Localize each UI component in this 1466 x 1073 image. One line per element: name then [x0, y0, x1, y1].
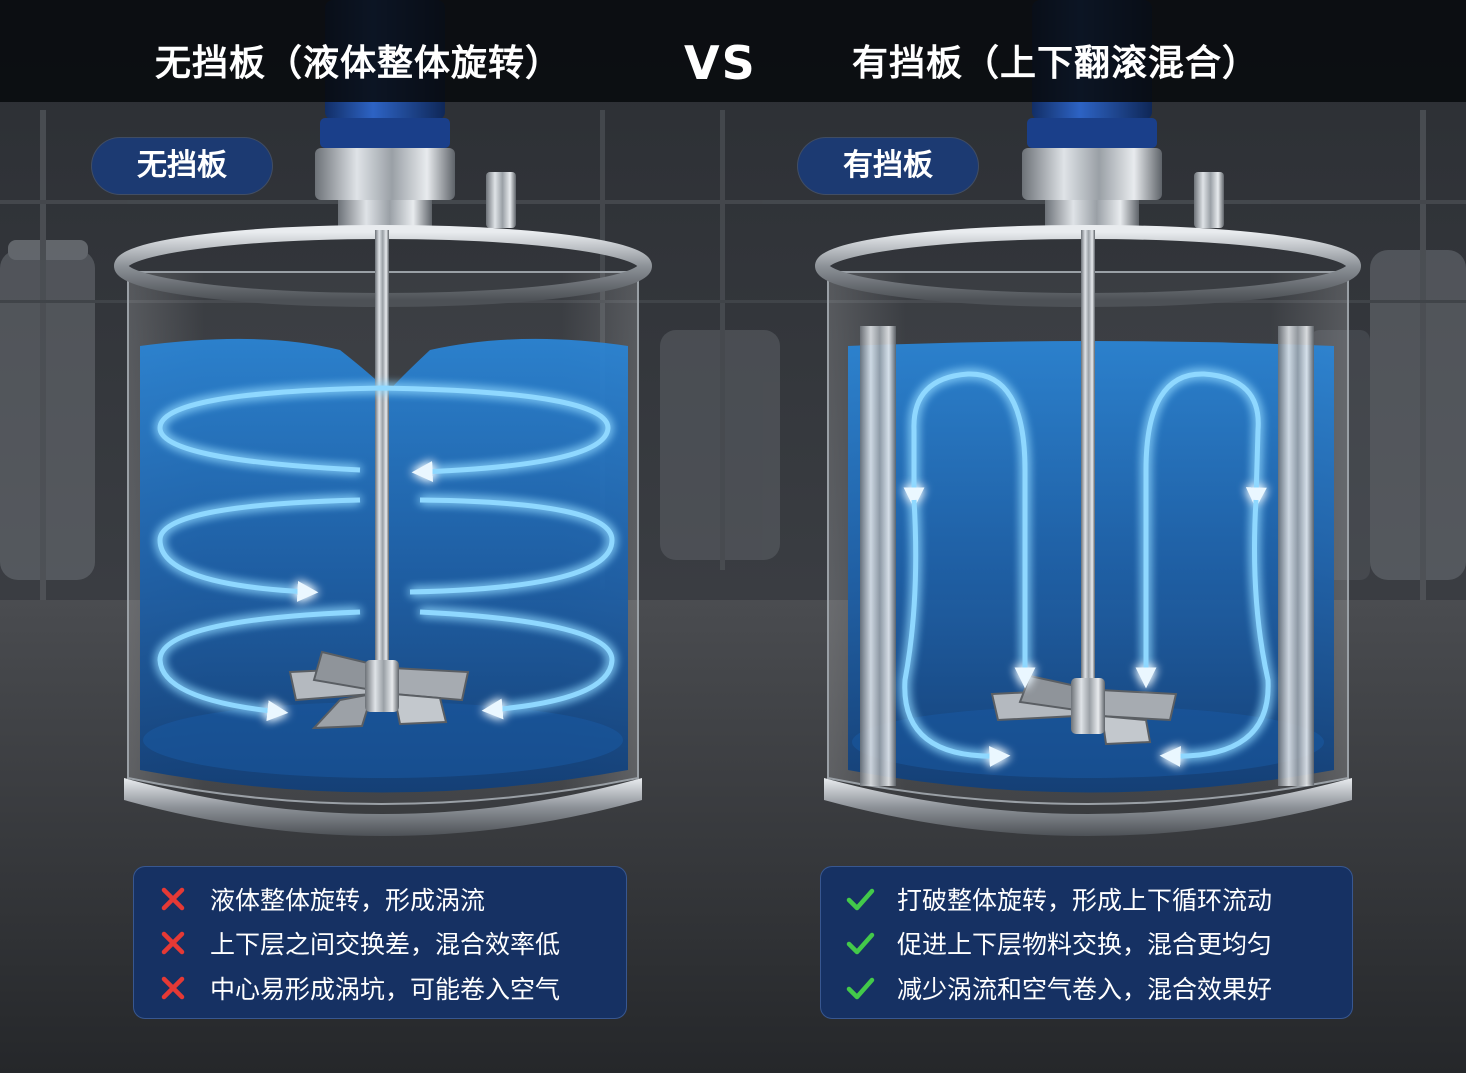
- right-impeller: [990, 674, 1178, 746]
- title-bar: [0, 0, 1466, 102]
- left-point: 中心易形成涡坑，可能卷入空气: [158, 968, 560, 1008]
- left-point-text: 上下层之间交换差，混合效率低: [210, 930, 561, 959]
- right-point: 减少涡流和空气卷入，混合效果好: [845, 968, 1272, 1008]
- left-impeller: [288, 650, 470, 730]
- check-mark-icon: [846, 977, 875, 1000]
- left-point-text: 中心易形成涡坑，可能卷入空气: [210, 975, 561, 1004]
- check-mark-icon: [846, 888, 875, 911]
- left-tank: [114, 0, 652, 836]
- left-point: 液体整体旋转，形成涡流: [158, 879, 485, 919]
- right-shaft: [1081, 230, 1095, 700]
- right-info-box: 打破整体旋转，形成上下循环流动 促进上下层物料交换，混合更均匀 减少涡流和空气卷…: [820, 866, 1353, 1019]
- right-point-text: 促进上下层物料交换，混合更均匀: [897, 930, 1273, 959]
- right-tank-label: 有挡板: [798, 138, 978, 194]
- left-point-text: 液体整体旋转，形成涡流: [210, 886, 486, 915]
- left-shaft: [375, 230, 389, 690]
- x-mark-icon: [161, 887, 185, 911]
- x-mark-icon: [161, 931, 185, 955]
- x-mark-icon: [161, 976, 185, 1000]
- right-baffle: [1278, 326, 1314, 786]
- right-point: 打破整体旋转，形成上下循环流动: [845, 879, 1272, 919]
- left-info-box: 液体整体旋转，形成涡流 上下层之间交换差，混合效率低 中心易形成涡坑，可能卷入空…: [133, 866, 627, 1019]
- right-point-text: 打破整体旋转，形成上下循环流动: [897, 886, 1273, 915]
- check-mark-icon: [846, 932, 875, 955]
- left-swirl-flow: [157, 385, 615, 722]
- right-title: 有挡板（上下翻滚混合）: [852, 43, 1260, 84]
- left-baffle: [860, 326, 896, 786]
- right-point: 促进上下层物料交换，混合更均匀: [845, 923, 1272, 963]
- left-tank-label: 无挡板: [92, 138, 272, 194]
- right-circulation-flow: [902, 371, 1271, 767]
- left-point: 上下层之间交换差，混合效率低: [158, 923, 560, 963]
- right-tank: [815, 0, 1361, 836]
- vs-label: VS: [684, 36, 757, 90]
- left-title: 无挡板（液体整体旋转）: [155, 43, 563, 84]
- right-point-text: 减少涡流和空气卷入，混合效果好: [897, 975, 1273, 1004]
